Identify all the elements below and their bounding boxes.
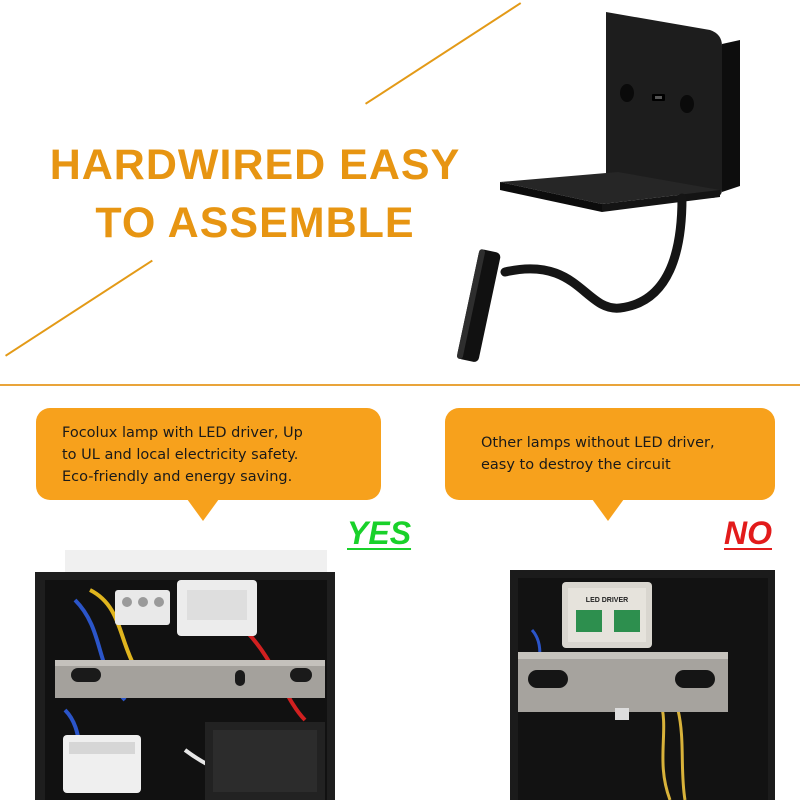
- svg-text:LED DRIVER: LED DRIVER: [586, 597, 628, 604]
- bad-wiring-photo: LED DRIVER: [510, 570, 775, 800]
- bubble-text-good: Focolux lamp with LED driver, Up to UL a…: [62, 425, 303, 485]
- verdict-no-label: NO: [724, 515, 772, 551]
- headline-line-2: TO ASSEMBLE: [95, 199, 415, 247]
- headline: HARDWIRED EASY TO ASSEMBLE: [20, 136, 490, 252]
- bubble-tail-good: [187, 499, 219, 521]
- speech-bubble-bad: Other lamps without LED driver, easy to …: [445, 408, 775, 500]
- verdict-yes-label: YES: [347, 515, 412, 551]
- bubble-text-bad: Other lamps without LED driver, easy to …: [481, 435, 715, 473]
- decorative-line-left: [5, 259, 153, 357]
- bubble-tail-bad: [592, 499, 624, 521]
- good-wiring-photo: [35, 550, 335, 800]
- speech-bubble-good: Focolux lamp with LED driver, Up to UL a…: [36, 408, 381, 500]
- headline-line-1: HARDWIRED EASY: [49, 141, 461, 189]
- section-divider: [0, 384, 800, 386]
- wall-lamp-product-image: [456, 12, 740, 362]
